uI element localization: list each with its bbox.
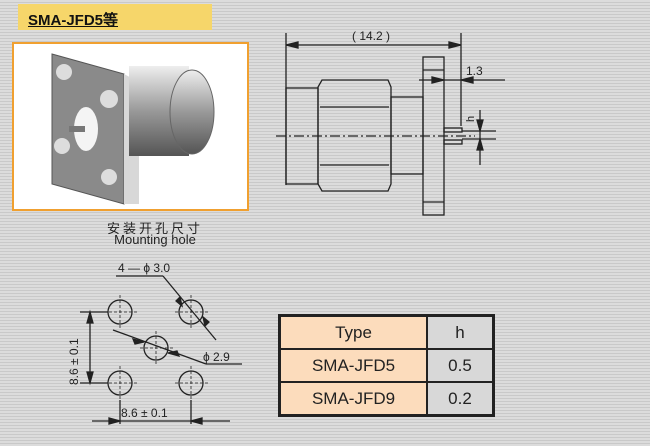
title: SMA-JFD5等 (28, 12, 119, 29)
cell-type: SMA-JFD5 (278, 348, 428, 383)
vertical-spacing-label: 8.6 ± 0.1 (67, 338, 81, 385)
cell-h: 0.2 (426, 381, 495, 417)
header-h: h (426, 314, 495, 350)
connector-illustration (51, 53, 215, 205)
caption-chinese: 安装开孔尺寸 (106, 221, 203, 236)
title-banner: SMA-JFD5等 (18, 4, 212, 30)
table-header: Type h (278, 314, 495, 350)
type-table: Type h SMA-JFD5 0.5 SMA-JFD9 0.2 (278, 314, 495, 417)
overall-length-label: ( 14.2 ) (352, 29, 390, 43)
cell-type: SMA-JFD9 (278, 381, 428, 417)
side-view: ( 14.2 ) 1.3 h (276, 29, 505, 216)
mounting-hole-pattern: 4 — ϕ 3.0 ϕ 2.9 8.6 ± 0.1 8.6 ± 0.1 (67, 261, 242, 425)
h-label: h (465, 116, 477, 122)
table-row: SMA-JFD5 0.5 (278, 348, 495, 383)
hole-count-diameter-label: 4 — ϕ 3.0 (118, 261, 170, 275)
cell-h: 0.5 (426, 348, 495, 383)
center-hole-diameter-label: ϕ 2.9 (203, 350, 230, 364)
header-type: Type (278, 314, 428, 350)
caption-english: Mounting hole (114, 232, 196, 247)
flange-thickness-label: 1.3 (466, 64, 483, 78)
product-photo (12, 42, 249, 211)
horizontal-spacing-label: 8.6 ± 0.1 (121, 406, 168, 420)
table-row: SMA-JFD9 0.2 (278, 381, 495, 417)
